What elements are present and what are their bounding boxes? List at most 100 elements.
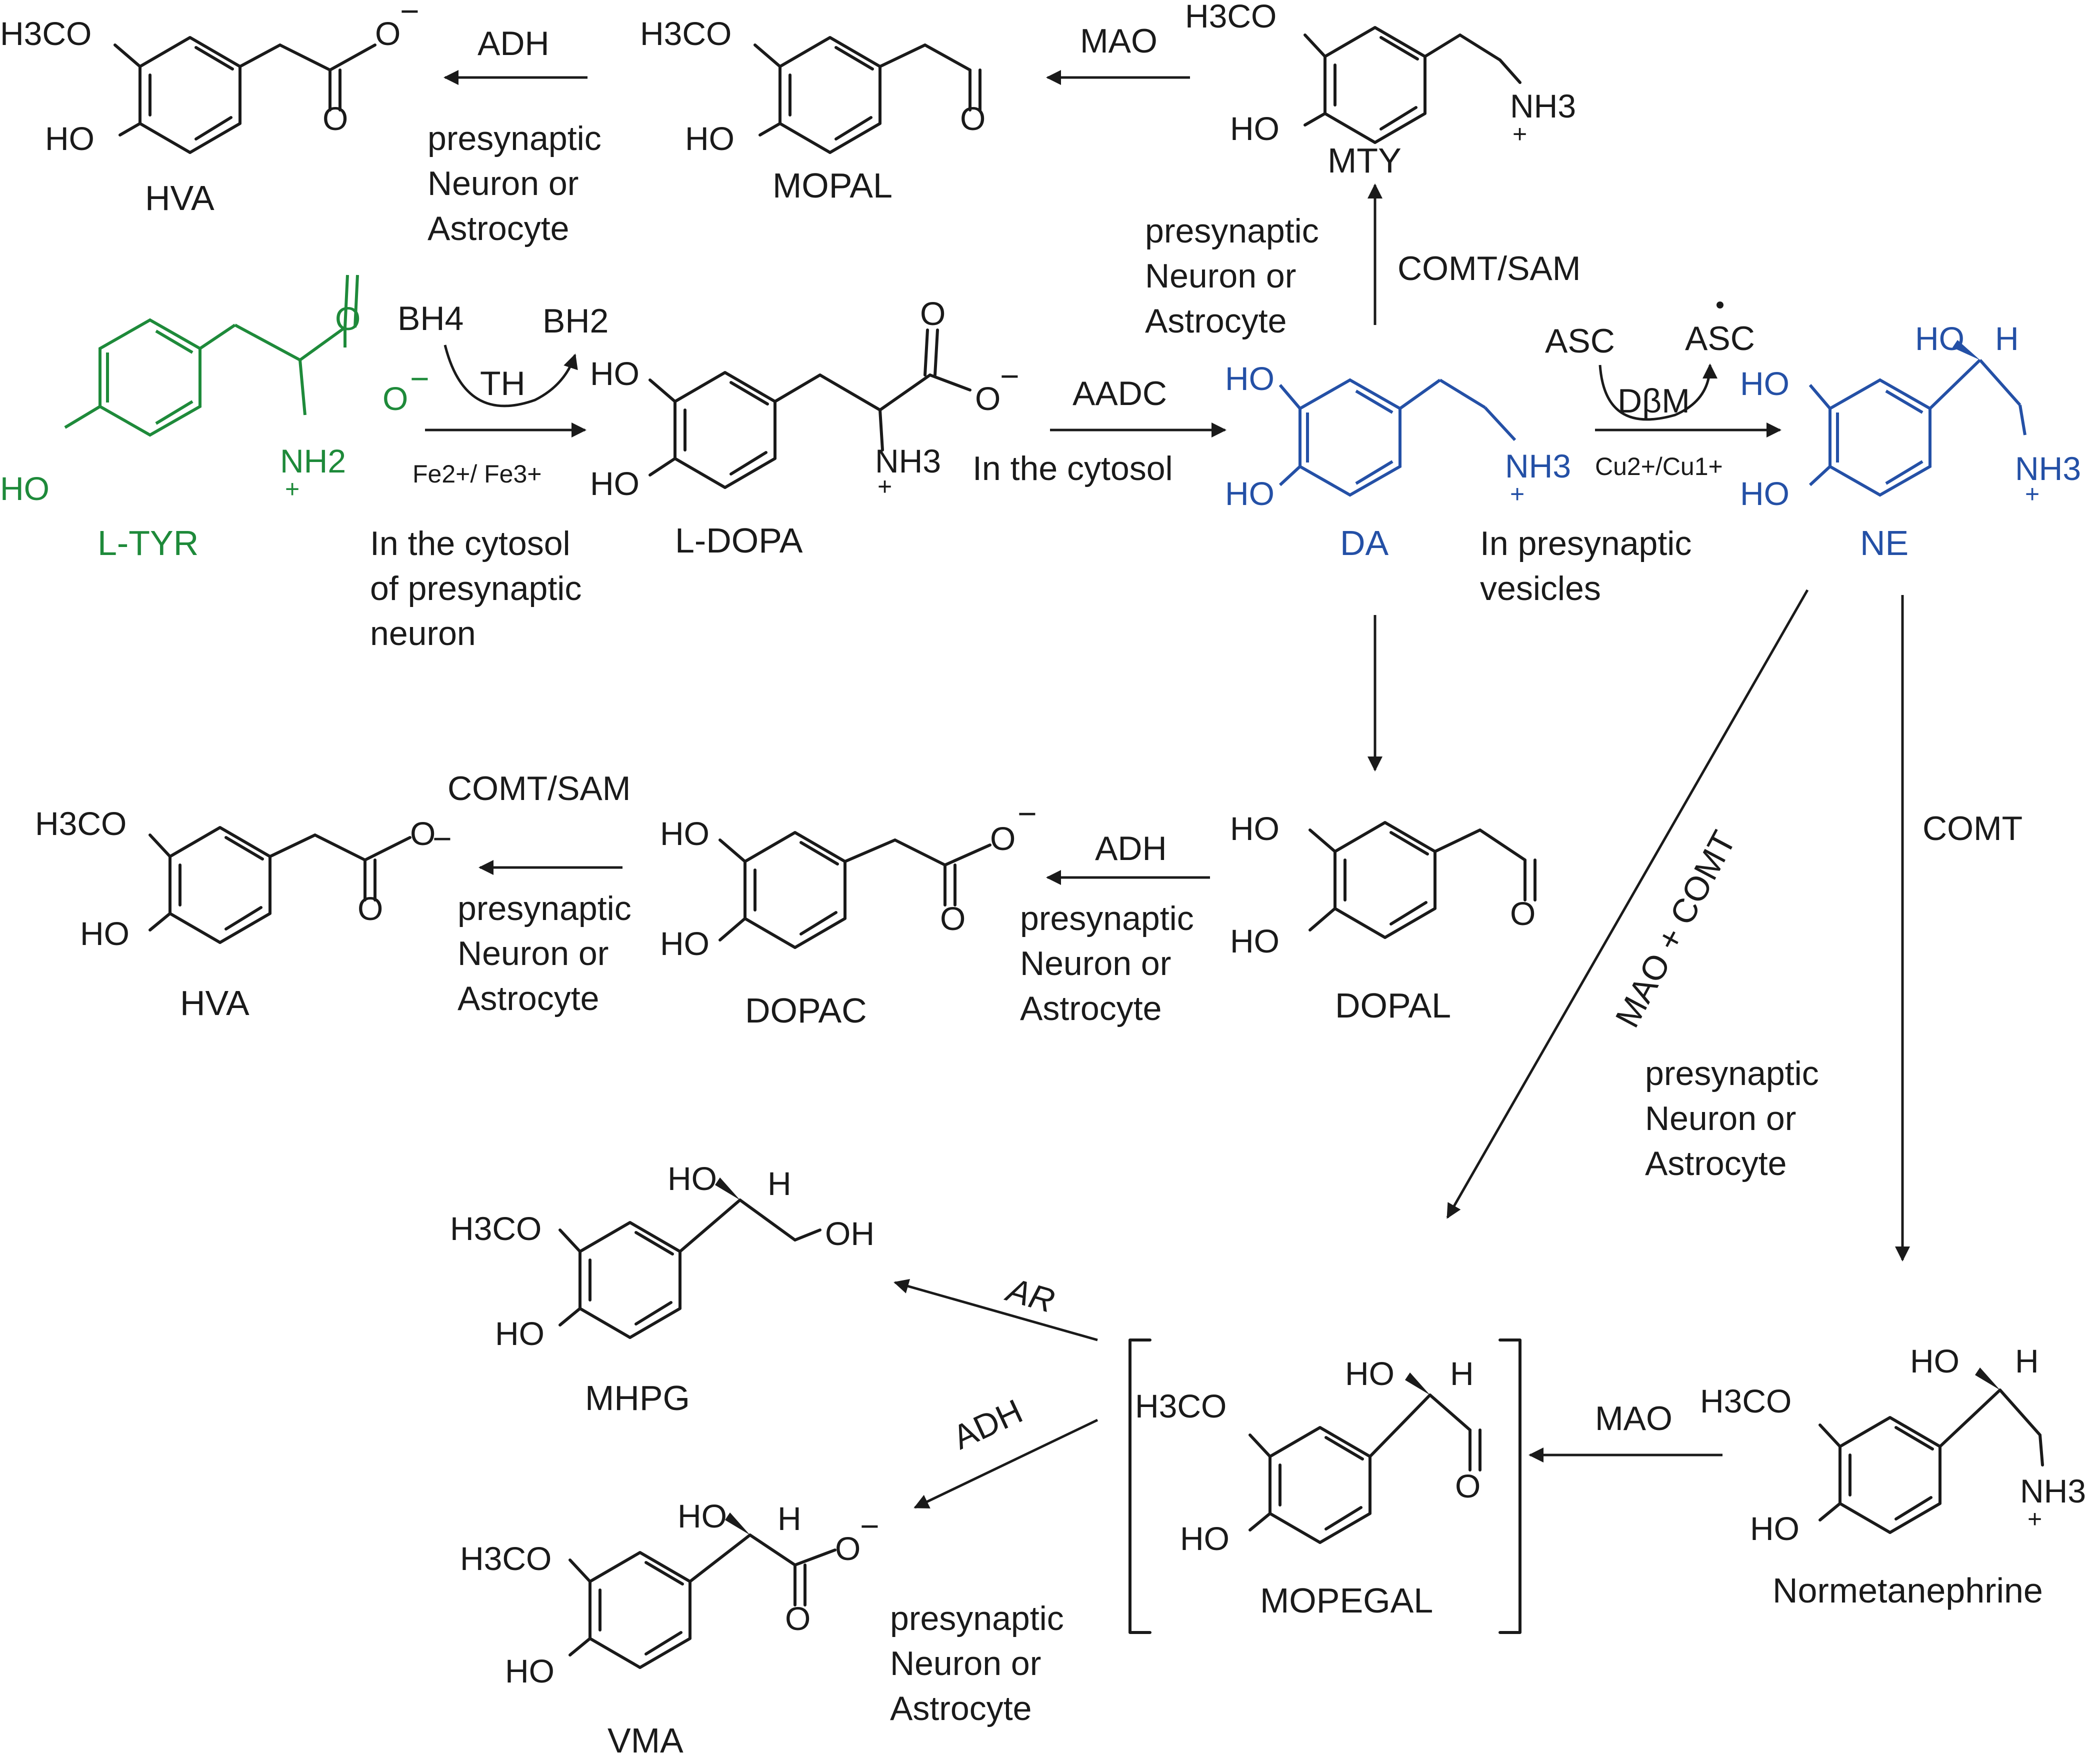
compound-name-l-dopa: L-DOPA	[675, 521, 803, 560]
ho-label: HO	[678, 1498, 727, 1534]
svg-text:In presynaptic: In presynaptic	[1480, 524, 1692, 562]
compound-name-mopegal: MOPEGAL	[1260, 1581, 1433, 1620]
compound-name-hva: HVA	[145, 178, 214, 218]
molecule-normetanephrine: H3CO HO HO H NH3 + Normetanephrine	[1700, 1342, 2086, 1610]
reaction-arrow-adh	[914, 1418, 1098, 1509]
svg-text:Neuron or: Neuron or	[428, 164, 578, 202]
svg-text:Neuron or: Neuron or	[890, 1644, 1041, 1682]
o-label: O	[382, 380, 408, 417]
ho-label: HO	[1225, 475, 1274, 512]
location-label: presynaptic Neuron or Astrocyte	[1145, 212, 1319, 340]
nh3-label: NH3	[875, 442, 941, 480]
ho-label: HO	[685, 120, 734, 157]
ho-label: HO	[1345, 1355, 1394, 1392]
svg-text:presynaptic: presynaptic	[1020, 900, 1194, 938]
svg-text:Neuron or: Neuron or	[458, 934, 608, 972]
location-label: presynaptic Neuron or Astrocyte	[458, 890, 632, 1018]
ho-label: HO	[1740, 475, 1790, 512]
svg-text:presynaptic: presynaptic	[428, 120, 602, 158]
compound-name-hva: HVA	[180, 984, 250, 1022]
enzyme-mao-comt: MAO + COMT	[1608, 824, 1743, 1034]
o-label: O	[322, 100, 348, 137]
compound-name-mty: MTY	[1328, 141, 1402, 180]
h-label: H	[2015, 1342, 2039, 1380]
radical-dot	[1716, 302, 1724, 308]
charge-minus: −	[1018, 795, 1037, 832]
charge-plus: +	[285, 475, 300, 503]
location-label: presynaptic Neuron or Astrocyte	[428, 120, 602, 248]
nh2-label: NH2	[280, 442, 346, 480]
h-label: H	[1450, 1355, 1474, 1392]
compound-name-da: DA	[1340, 524, 1389, 562]
o-label: O	[1455, 1468, 1480, 1504]
enzyme-th: TH	[480, 364, 526, 402]
enzyme-adh: ADH	[947, 1392, 1028, 1457]
enzyme-ar: AR	[1001, 1270, 1059, 1320]
charge-plus: +	[1510, 480, 1524, 508]
ho-label: HO	[1230, 110, 1280, 147]
svg-text:neuron: neuron	[370, 614, 476, 652]
ho-label: HO	[1750, 1510, 1800, 1547]
molecule-hva-mid: H3CO HO O O − HVA	[35, 805, 452, 1022]
o-label: O	[785, 1600, 810, 1637]
h3co-label: H3CO	[450, 1210, 542, 1247]
o-label: O	[975, 380, 1000, 417]
ho-label: HO	[1740, 365, 1790, 402]
molecule-dopal: HO HO O DOPAL	[1230, 810, 1536, 1025]
svg-text:presynaptic: presynaptic	[1645, 1054, 1819, 1092]
charge-plus: +	[2025, 480, 2040, 508]
h3co-label: H3CO	[1135, 1388, 1226, 1424]
location-cytosol: In the cytosol	[972, 450, 1173, 488]
charge-minus: −	[860, 1508, 880, 1544]
cofactor-asc-radical: ASC	[1685, 320, 1755, 358]
cofactor-bh4: BH4	[398, 300, 464, 338]
compound-name-dopac: DOPAC	[745, 991, 867, 1030]
ho-label: HO	[45, 120, 94, 157]
molecule-mhpg: H3CO HO HO H OH MHPG	[450, 1160, 874, 1418]
reaction-arrow-mao-comt	[1446, 589, 1809, 1219]
o-label: O	[990, 820, 1016, 857]
cofactor-fe: Fe2+/ Fe3+	[412, 460, 542, 488]
svg-text:Astrocyte: Astrocyte	[890, 1690, 1032, 1728]
svg-text:Neuron or: Neuron or	[1145, 257, 1296, 295]
h-label: H	[1995, 320, 2019, 357]
ho-label: HO	[80, 915, 130, 952]
svg-text:Astrocyte: Astrocyte	[428, 210, 569, 248]
molecule-mty: H3CO HO NH3 + MTY	[1185, 0, 1576, 180]
ho-label: HO	[590, 355, 640, 392]
o-label: O	[335, 300, 360, 337]
nh3-label: NH3	[1510, 88, 1576, 124]
location-label: presynaptic Neuron or Astrocyte	[1645, 1054, 1819, 1182]
o-label: O	[1510, 895, 1536, 932]
nh3-label: NH3	[2015, 450, 2081, 487]
ho-label: HO	[660, 925, 710, 962]
molecule-l-dopa: HO HO O O − NH3 + L-DOPA	[590, 295, 1020, 560]
ho-label: HO	[1230, 922, 1280, 960]
ho-label: HO	[668, 1160, 717, 1197]
svg-text:Neuron or: Neuron or	[1645, 1100, 1796, 1138]
ho-label: HO	[495, 1315, 544, 1352]
h3co-label: H3CO	[0, 15, 92, 52]
o-label: O	[920, 295, 946, 332]
oh-label: OH	[825, 1215, 874, 1252]
charge-plus: +	[1512, 120, 1527, 148]
svg-text:presynaptic: presynaptic	[458, 890, 632, 928]
svg-text:of presynaptic: of presynaptic	[370, 570, 582, 608]
o-label: O	[358, 890, 383, 927]
enzyme-adh: ADH	[1095, 830, 1167, 868]
molecule-mopegal: H3CO HO HO H O MOPEGAL	[1128, 1338, 1522, 1634]
compound-name-mopal: MOPAL	[772, 166, 892, 205]
ho-label: HO	[505, 1652, 554, 1690]
h3co-label: H3CO	[460, 1540, 552, 1577]
cofactor-asc: ASC	[1545, 322, 1615, 360]
compound-name-ne: NE	[1860, 524, 1908, 562]
compound-name-mhpg: MHPG	[585, 1378, 690, 1418]
svg-text:Astrocyte: Astrocyte	[1145, 302, 1286, 340]
charge-minus: −	[432, 820, 452, 857]
h3co-label: H3CO	[1700, 1382, 1792, 1420]
svg-text:Astrocyte: Astrocyte	[1645, 1144, 1786, 1182]
cofactor-arrow	[1598, 364, 1718, 421]
molecule-dopac: HO HO O O − DOPAC	[660, 795, 1037, 1030]
compound-name-vma: VMA	[608, 1721, 684, 1758]
svg-text:vesicles: vesicles	[1480, 570, 1601, 608]
